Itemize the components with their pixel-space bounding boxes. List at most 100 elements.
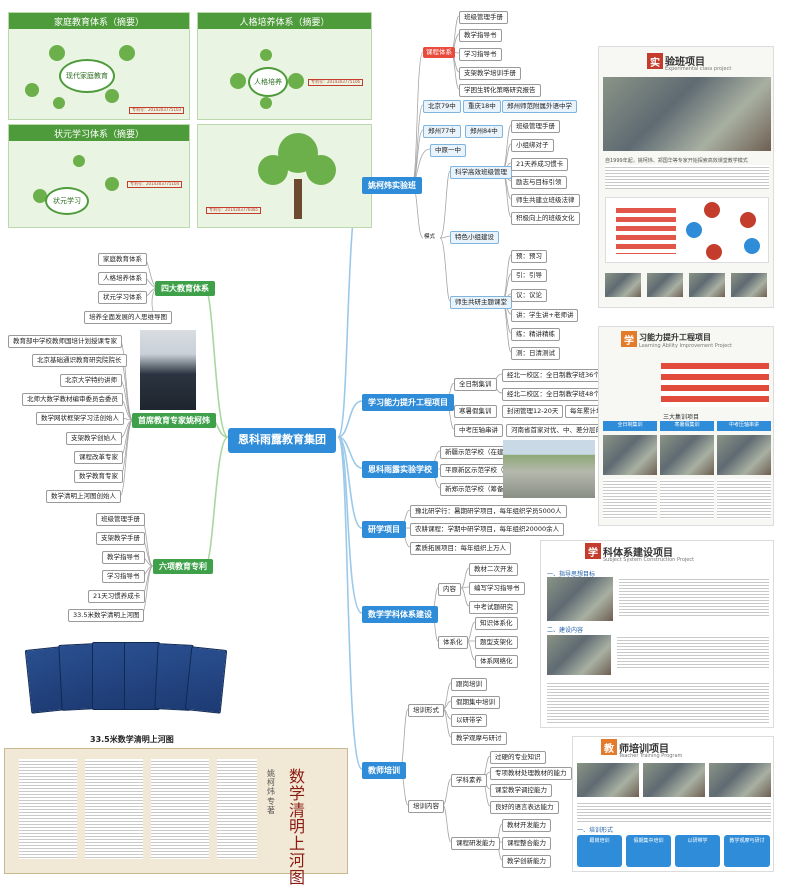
list-item[interactable]: 跟岗培训: [451, 678, 487, 692]
patent-certificate: [184, 646, 228, 714]
list-item[interactable]: 题型支架化: [475, 636, 518, 650]
bubble-node: [25, 83, 39, 97]
list-item[interactable]: 北师大数学教材编审委员会委员: [22, 393, 123, 407]
list-item[interactable]: 课程整合能力: [502, 837, 551, 851]
list-item[interactable]: 封闭管理12-20天: [502, 405, 564, 419]
list-item[interactable]: 小组绑对子: [511, 139, 554, 153]
list-item[interactable]: 班级管理手册: [511, 120, 560, 134]
list-item[interactable]: 素质拓展项目：每年组织上万人: [410, 542, 511, 556]
school-item[interactable]: 重庆18中: [463, 100, 501, 114]
list-item[interactable]: 支架教学培训手册: [459, 67, 521, 81]
list-item[interactable]: 讲：学生讲+老师讲: [511, 309, 579, 323]
list-item[interactable]: 班级管理手册: [96, 513, 145, 527]
ability-project-node[interactable]: 学习能力提升工程项目: [362, 394, 454, 412]
school-item[interactable]: 郑州84中: [465, 125, 503, 139]
family-center-bubble: 现代家庭教育: [59, 59, 115, 93]
school-item[interactable]: 中原一中: [430, 144, 466, 158]
center-node[interactable]: 恩科雨露教育集团: [228, 428, 336, 453]
list-item[interactable]: 人格培养体系: [98, 272, 147, 286]
list-item[interactable]: 学困生转化策略研究报告: [459, 84, 541, 98]
list-item[interactable]: 教学指导书: [102, 551, 145, 565]
experiment-school-node[interactable]: 恩科雨露实验学校: [362, 461, 438, 479]
list-item[interactable]: 引：引导: [511, 269, 547, 283]
list-item[interactable]: 学习指导书: [102, 570, 145, 584]
list-item[interactable]: 假期集中培训: [451, 696, 500, 710]
list-item[interactable]: 数学清明上河图创始人: [46, 490, 121, 504]
yao-class-node[interactable]: 姚柯炜实验班: [362, 177, 422, 195]
list-item[interactable]: 过硬的专业知识: [490, 751, 546, 765]
training-group[interactable]: 课程研发能力: [451, 837, 500, 851]
subject-heading-1: 一、指导思想目标: [547, 571, 596, 578]
training-group[interactable]: 学科素养: [451, 774, 487, 788]
research-node[interactable]: 研学项目: [362, 521, 406, 539]
chief-expert-node[interactable]: 首席教育专家姚柯炜: [132, 413, 216, 429]
list-item[interactable]: 21天养成习惯卡: [511, 158, 569, 172]
school-item[interactable]: 郑州77中: [423, 125, 461, 139]
teacher-training-node[interactable]: 教师培训: [362, 762, 406, 780]
list-item[interactable]: 33.5米数学清明上河图: [68, 609, 145, 623]
list-item[interactable]: 经北一校区：全日制教学班36个: [502, 369, 605, 383]
list-item[interactable]: 教学创新能力: [502, 855, 551, 869]
ability-row-label[interactable]: 全日制集训: [454, 378, 497, 392]
list-item[interactable]: 支架教学手册: [96, 532, 145, 546]
list-item[interactable]: 豫北研学行：暑期研学项目，每年组织学员5000人: [410, 505, 567, 519]
list-item[interactable]: 积极向上的班级文化: [511, 212, 580, 226]
list-item[interactable]: 议：议论: [511, 289, 547, 303]
math-content-node[interactable]: 内容: [438, 583, 461, 597]
list-item[interactable]: 培养全面发展的人思维导图: [84, 311, 172, 325]
bubble-node: [744, 238, 760, 254]
list-item[interactable]: 北京基础通识教育研究院院长: [32, 354, 127, 368]
list-item[interactable]: 教材二次开发: [469, 563, 518, 577]
list-item[interactable]: 状元学习体系: [98, 291, 147, 305]
bar-list: [616, 208, 676, 254]
list-item[interactable]: 支架教学创始人: [66, 432, 122, 446]
list-item[interactable]: 教学观摩与研讨: [451, 732, 507, 746]
list-item[interactable]: 专项教材处理教材的能力: [490, 767, 572, 781]
list-item[interactable]: 21天习惯养成卡: [88, 590, 146, 604]
ability-row-label[interactable]: 中考压轴串讲: [454, 424, 503, 438]
champion-study-title: 状元学习体系（摘要）: [9, 125, 189, 141]
list-item[interactable]: 测：日清测试: [511, 347, 560, 361]
training-photo: [717, 435, 771, 475]
math-system-node[interactable]: 数学学科体系建设: [362, 606, 438, 624]
mode-branch[interactable]: 科学高效班级管理: [450, 166, 512, 180]
list-item[interactable]: 良好的语言表达能力: [490, 801, 559, 815]
list-item[interactable]: 师生共建立班级法律: [511, 194, 580, 208]
list-item[interactable]: 练：精讲精练: [511, 328, 560, 342]
list-item[interactable]: 数学网状框架学习法创始人: [36, 412, 124, 426]
ability-row-label[interactable]: 寒暑假集训: [454, 405, 497, 419]
list-item[interactable]: 教材开发能力: [502, 819, 551, 833]
list-item[interactable]: 教学指导书: [459, 29, 502, 43]
six-patents-node[interactable]: 六项教育专利: [153, 559, 213, 575]
list-item[interactable]: 经北二校区：全日制教学班48个: [502, 388, 605, 402]
list-item[interactable]: 励志与目标引领: [511, 176, 567, 190]
math-systematic-node[interactable]: 体系化: [438, 636, 468, 650]
list-item[interactable]: 课堂教学调控能力: [490, 784, 552, 798]
scroll-text-block: [217, 759, 257, 859]
list-item[interactable]: 学习指导书: [459, 48, 502, 62]
list-item[interactable]: 以研带学: [451, 714, 487, 728]
mode-branch[interactable]: 特色小组建设: [450, 231, 499, 245]
list-item[interactable]: 北京大学特约讲师: [60, 374, 122, 388]
list-item[interactable]: 中考试题研究: [469, 601, 518, 615]
list-item[interactable]: 课程改革专家: [74, 451, 123, 465]
list-item[interactable]: 知识体系化: [475, 617, 518, 631]
list-item[interactable]: 编写学习指导书: [469, 582, 525, 596]
subject-heading-2: 二、建设内容: [547, 627, 584, 634]
list-item[interactable]: 预：预习: [511, 250, 547, 264]
school-item[interactable]: 郑州师范附属外语中学: [502, 100, 577, 114]
list-item[interactable]: 体系网络化: [475, 655, 518, 669]
training-form-node[interactable]: 培训形式: [408, 704, 444, 718]
training-content-node[interactable]: 培训内容: [408, 800, 444, 814]
list-item[interactable]: 新郑示范学校（筹备）: [440, 483, 515, 497]
course-system-node[interactable]: 课程体系: [423, 47, 455, 59]
list-item[interactable]: 数学教育专家: [74, 470, 123, 484]
list-item[interactable]: 班级管理手册: [459, 11, 508, 25]
list-item[interactable]: 农耕课程：学期中研学项目，每年组织20000余人: [410, 523, 565, 537]
teacher-card: 教学观摩与研讨: [724, 835, 770, 867]
list-item[interactable]: 家庭教育体系: [98, 253, 147, 267]
school-item[interactable]: 北京79中: [423, 100, 461, 114]
mode-branch[interactable]: 师生共研主题课堂: [450, 296, 512, 310]
four-systems-node[interactable]: 四大教育体系: [155, 281, 215, 297]
list-item[interactable]: 教育部中学校教师国培计划授课专家: [8, 335, 122, 349]
